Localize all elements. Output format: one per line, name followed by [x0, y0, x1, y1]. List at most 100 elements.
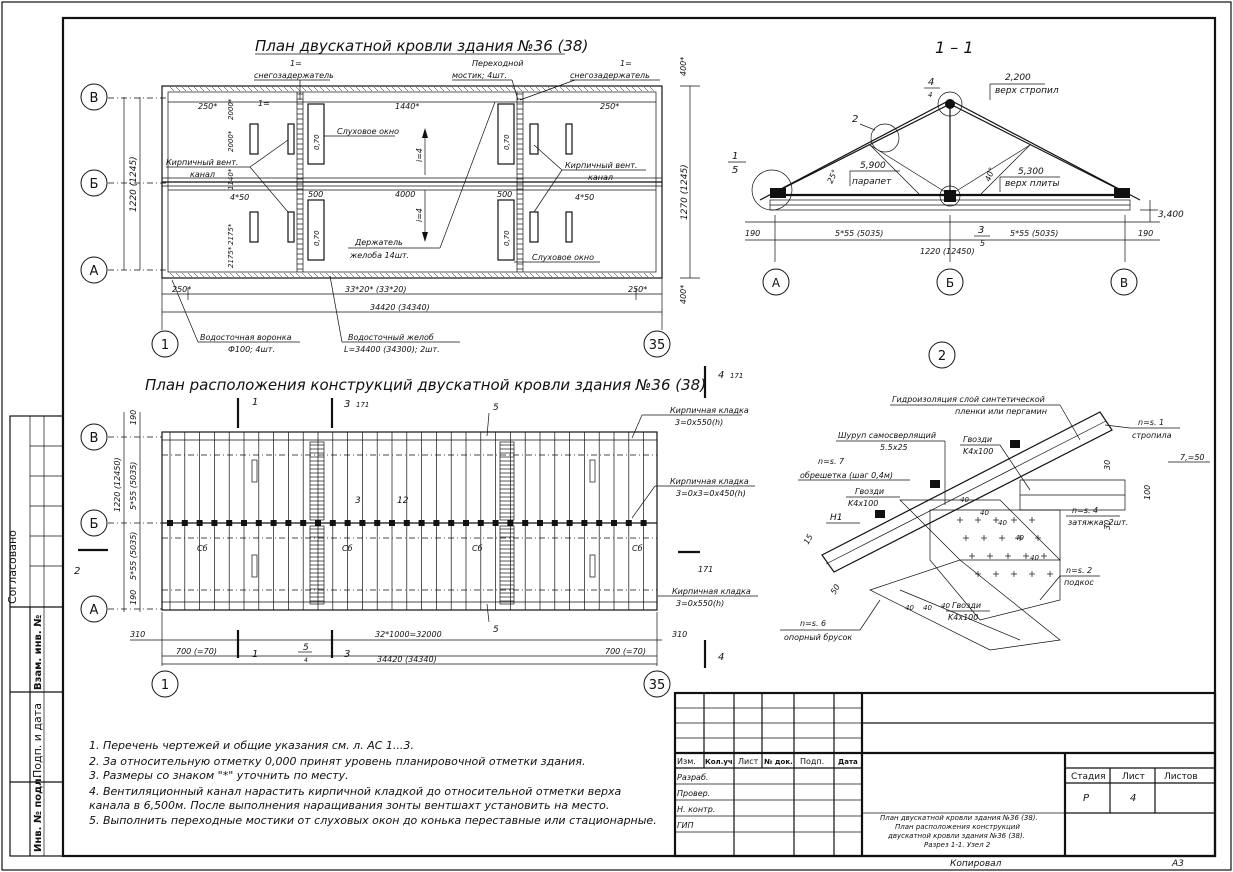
svg-text:В: В — [90, 431, 99, 446]
svg-text:i=4: i=4 — [415, 208, 424, 222]
svg-text:опорный брусок: опорный брусок — [784, 633, 852, 642]
svg-text:2: 2 — [852, 114, 858, 125]
truss-node — [285, 520, 292, 526]
svg-text:171: 171 — [698, 565, 713, 574]
svg-text:Разраб.: Разраб. — [677, 773, 708, 782]
svg-text:190: 190 — [1138, 229, 1153, 238]
svg-text:5*55 (5035): 5*55 (5035) — [129, 462, 138, 510]
svg-text:Листов: Листов — [1164, 772, 1198, 782]
structure-plan-title: План расположения конструкций двускатной… — [145, 376, 706, 394]
svg-text:1220 (1245): 1220 (1245) — [129, 156, 139, 212]
svg-text:2175*: 2175* — [227, 223, 235, 245]
svg-text:5: 5 — [493, 403, 499, 413]
svg-text:№ док.: № док. — [764, 758, 793, 766]
svg-text:Подп.: Подп. — [800, 757, 824, 766]
svg-text:3=0x3=0x450(h): 3=0x3=0x450(h) — [676, 489, 746, 498]
svg-text:4*50: 4*50 — [575, 193, 594, 202]
truss-node — [448, 520, 455, 526]
svg-text:Б: Б — [90, 517, 99, 532]
svg-text:4000: 4000 — [395, 190, 415, 199]
svg-text:2,200: 2,200 — [1005, 73, 1031, 83]
svg-text:План двускатной кровли здания: План двускатной кровли здания №36 (38). — [880, 814, 1038, 822]
svg-text:30: 30 — [1103, 460, 1112, 470]
truss-node — [255, 520, 262, 526]
svg-text:затяжка, 2шт.: затяжка, 2шт. — [1068, 518, 1128, 527]
svg-text:5,300: 5,300 — [1018, 167, 1044, 177]
truss-node — [270, 520, 277, 526]
truss-node — [477, 520, 484, 526]
svg-text:Изм.: Изм. — [677, 757, 696, 766]
svg-text:100: 100 — [1143, 485, 1152, 500]
svg-text:250*: 250* — [172, 285, 191, 294]
svg-text:171: 171 — [356, 401, 369, 409]
svg-text:15: 15 — [802, 533, 815, 546]
dim-40: 40 — [980, 509, 989, 517]
svg-text:5*55 (5035): 5*55 (5035) — [1010, 229, 1058, 238]
svg-text:снегозадержатель: снегозадержатель — [570, 71, 650, 80]
svg-text:А3: А3 — [1171, 859, 1184, 869]
truss-node — [522, 520, 529, 526]
svg-text:А: А — [90, 264, 99, 279]
dormer-window — [497, 199, 515, 261]
svg-text:мостик; 4шт.: мостик; 4шт. — [452, 71, 507, 80]
svg-text:Слуховое окно: Слуховое окно — [337, 127, 399, 136]
svg-text:12: 12 — [397, 496, 409, 506]
truss-node — [389, 520, 395, 526]
svg-text:4*50: 4*50 — [230, 193, 249, 202]
section-1-1: 1 – 1 4 4 2 1 5 3 5 2,200 — [728, 38, 1184, 296]
svg-text:1: 1 — [252, 397, 258, 408]
axis-bubble-v — [80, 83, 108, 111]
truss-node — [226, 520, 233, 526]
svg-text:3: 3 — [344, 649, 350, 660]
dim-40: 40 — [998, 519, 1007, 527]
side-stamp: Согласовано Взам. инв. № Подп. и дата Ин… — [6, 415, 64, 857]
title-block: Изм. Кол.уч. Лист № док. Подп. Дата Разр… — [673, 691, 1217, 869]
svg-text:5: 5 — [493, 625, 499, 635]
side-inv-podl: Инв. № подл. — [33, 775, 44, 852]
svg-text:5: 5 — [303, 643, 309, 653]
svg-text:n=s. 7: n=s. 7 — [818, 457, 845, 466]
dormer-window — [307, 103, 325, 165]
svg-text:1220 (12450): 1220 (12450) — [113, 457, 122, 512]
axis-bubble-v-section — [1110, 268, 1138, 296]
svg-text:Лист: Лист — [738, 757, 759, 766]
svg-text:K4x100: K4x100 — [948, 613, 978, 622]
svg-text:700 (=70): 700 (=70) — [176, 647, 217, 656]
general-notes: 1. Перечень чертежей и общие указания см… — [89, 739, 657, 827]
svg-text:В: В — [90, 91, 99, 106]
dim-40: 40 — [960, 496, 969, 504]
dormer-window — [307, 199, 325, 261]
svg-text:4: 4 — [928, 77, 934, 88]
svg-text:Копировал: Копировал — [950, 859, 1002, 869]
node-detail: Гидроизоляция слой синтетической пленки … — [780, 395, 1210, 651]
svg-text:34420 (34340): 34420 (34340) — [370, 303, 430, 312]
svg-text:250*: 250* — [628, 285, 647, 294]
svg-text:План расположения конструкций: План расположения конструкций — [895, 823, 1020, 831]
inner-frame — [61, 16, 1217, 858]
svg-text:А: А — [90, 603, 99, 618]
svg-text:3: 3 — [355, 496, 361, 506]
svg-text:7,=50: 7,=50 — [1180, 453, 1205, 462]
svg-text:5*55 (5035): 5*55 (5035) — [835, 229, 883, 238]
side-inv-zam: Взам. инв. № — [33, 615, 44, 690]
truss-node — [625, 520, 632, 526]
svg-text:4: 4 — [304, 657, 308, 664]
axis-bubble-a — [80, 256, 108, 284]
svg-text:n=s. 6: n=s. 6 — [800, 619, 826, 628]
svg-text:3,400: 3,400 — [1158, 210, 1184, 220]
dim-40: 40 — [923, 604, 932, 612]
roof-plan-title: План двускатной кровли здания №36 (38) — [255, 37, 588, 55]
svg-text:5.5x25: 5.5x25 — [880, 443, 908, 452]
svg-text:Ф100; 4шт.: Ф100; 4шт. — [228, 345, 275, 354]
svg-text:Кол.уч.: Кол.уч. — [705, 758, 735, 766]
svg-text:5: 5 — [732, 165, 738, 176]
svg-text:4: 4 — [1130, 793, 1136, 804]
svg-text:В: В — [1120, 276, 1128, 290]
svg-text:25°: 25° — [826, 168, 840, 185]
svg-text:1. Перечень чертежей и общие у: 1. Перечень чертежей и общие указания см… — [89, 739, 414, 752]
node-2-bubble — [928, 341, 956, 369]
svg-text:L=34400 (34300); 2шт.: L=34400 (34300); 2шт. — [344, 345, 440, 354]
svg-text:Сб: Сб — [632, 544, 643, 553]
truss-node — [241, 520, 247, 526]
